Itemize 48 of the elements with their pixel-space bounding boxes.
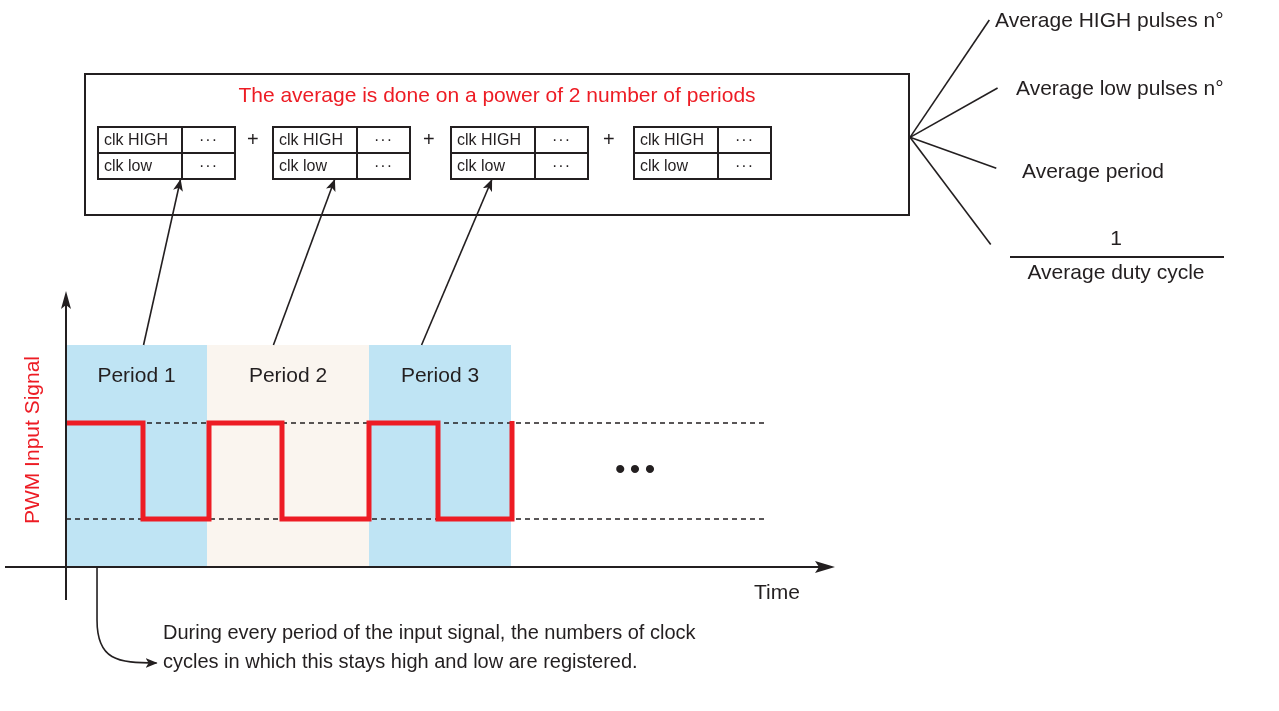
period-label: Period 3: [399, 363, 481, 387]
clock-label: clk HIGH: [274, 128, 358, 154]
axis-label: PWM Input Signal: [20, 355, 44, 525]
value-dots: ···: [183, 128, 234, 154]
clock-label: clk low: [99, 154, 183, 178]
denominator: Average duty cycle: [1026, 260, 1206, 284]
connector-line: [909, 136, 992, 246]
plus-sign: +: [603, 128, 615, 151]
count-table: [272, 126, 411, 180]
period-band: [369, 345, 511, 567]
count-table: [97, 126, 236, 180]
panel-heading: The average is done on a power of 2 number of periods: [237, 83, 757, 107]
value-dots: ···: [358, 128, 409, 154]
value-dots: ···: [198, 156, 219, 176]
connector-line: [909, 87, 999, 139]
value-dots: ···: [373, 156, 394, 176]
clock-label: clk low: [635, 154, 719, 178]
output-label: Average HIGH pulses n°: [995, 8, 1224, 31]
arrow: [142, 179, 183, 346]
value-dots: ···: [551, 156, 572, 176]
summary-panel: [84, 73, 910, 216]
numerator: 1: [1109, 226, 1123, 250]
period-label: Period 2: [247, 363, 329, 387]
arrow: [272, 179, 336, 346]
count-table: [633, 126, 772, 180]
note-text: During every period of the input signal, the numbers of clock cycles in which this stays high and low are registered.: [163, 620, 697, 674]
ellipsis: • • •: [615, 452, 654, 486]
value-dots: ···: [719, 128, 770, 154]
count-table: [450, 126, 589, 180]
clock-label: clk low: [452, 154, 536, 178]
value-dots: ···: [734, 156, 755, 176]
period-band: [66, 345, 207, 567]
connector-line: [909, 136, 998, 169]
clock-label: clk HIGH: [99, 128, 183, 154]
value-dots: ···: [536, 128, 587, 154]
period-label: Period 1: [96, 363, 177, 387]
clock-label: clk HIGH: [452, 128, 536, 154]
arrow: [96, 566, 158, 668]
plus-sign: +: [247, 128, 259, 151]
clock-label: clk low: [274, 154, 358, 178]
period-band: [207, 345, 369, 567]
clock-label: clk HIGH: [635, 128, 719, 154]
connector-line: [909, 19, 991, 139]
plus-sign: +: [423, 128, 435, 151]
output-label: Average low pulses n°: [1016, 76, 1224, 99]
arrow: [420, 179, 493, 346]
axis-label: Time: [754, 580, 800, 604]
output-label: Average period: [1022, 159, 1165, 182]
